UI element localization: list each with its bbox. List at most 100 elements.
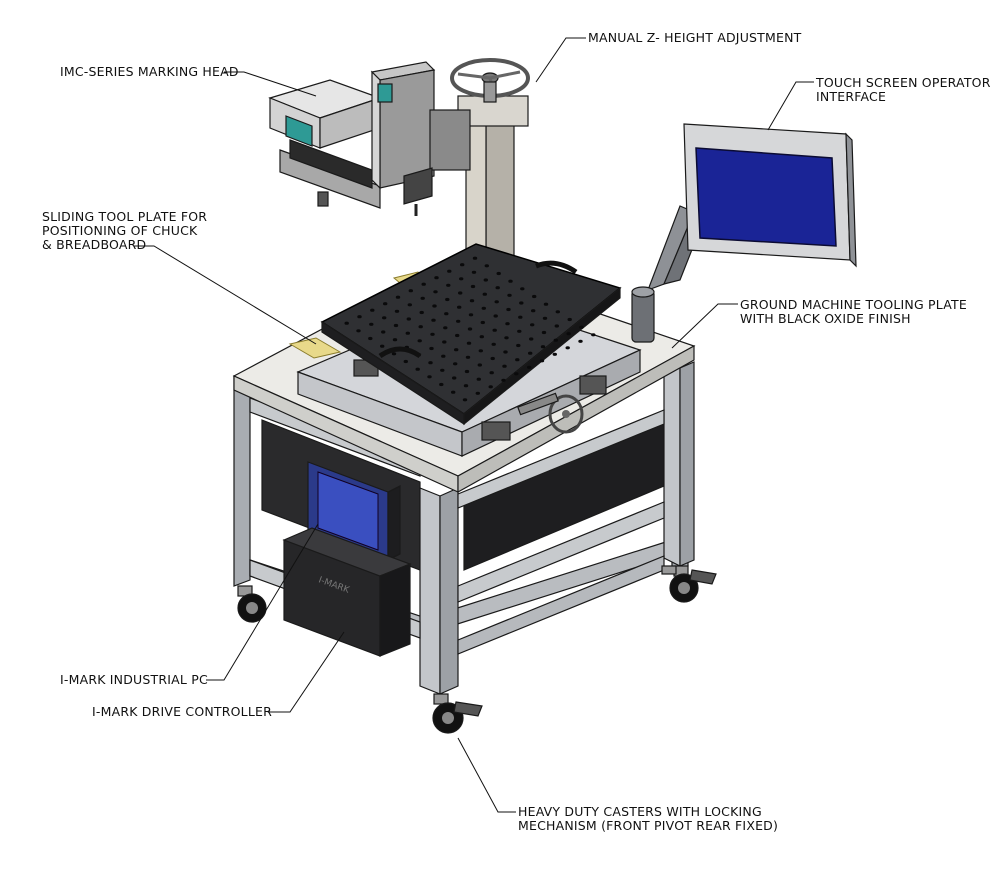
breadboard-hole [447, 269, 452, 273]
breadboard-hole [458, 291, 463, 295]
touch-screen [683, 123, 857, 268]
leader-lines [134, 37, 814, 813]
breadboard-hole [508, 279, 513, 283]
breadboard-hole [420, 296, 425, 300]
breadboard-hole [421, 282, 426, 286]
label-sliding-plate-line-2: POSITIONING OF CHUCK [42, 223, 198, 238]
breadboard-hole [466, 341, 472, 345]
breadboard-hole [419, 310, 424, 315]
breadboard-hole [484, 264, 489, 268]
breadboard-hole [369, 322, 374, 326]
breadboard-hole [482, 292, 487, 296]
breadboard-hole [579, 325, 584, 329]
breadboard-hole [504, 336, 509, 340]
breadboard-hole [427, 375, 432, 379]
z-column [457, 95, 529, 271]
breadboard-hole [541, 330, 547, 335]
breadboard-hole [454, 348, 459, 352]
breadboard-hole [591, 333, 596, 337]
label-casters-line-1: HEAVY DUTY CASTERS WITH LOCKING [518, 804, 762, 819]
breadboard-hole [393, 323, 399, 328]
breadboard-hole [527, 365, 532, 369]
breadboard-hole [453, 362, 458, 366]
breadboard-hole [429, 346, 434, 351]
handle-icon [378, 346, 422, 359]
breadboard-hole [464, 369, 470, 374]
breadboard-hole [479, 335, 484, 339]
breadboard-hole [470, 284, 476, 289]
breadboard-hole [418, 325, 423, 329]
breadboard-hole [415, 367, 420, 371]
breadboard-hole [383, 302, 388, 306]
breadboard-hole [456, 319, 461, 323]
breadboard-hole [517, 329, 522, 333]
breadboard-hole [489, 371, 494, 375]
breadboard-hole [445, 297, 450, 302]
breadboard-hole [442, 340, 447, 344]
label-manual-z-height: MANUAL Z- HEIGHT ADJUSTMENT [588, 30, 802, 45]
breadboard-hole [382, 316, 387, 320]
label-casters-line-2: MECHANISM (FRONT PIVOT REAR FIXED) [518, 818, 779, 833]
breadboard-hole [455, 333, 460, 338]
breadboard-hole [472, 256, 478, 260]
breadboard-hole [471, 270, 477, 274]
breadboard-hole [494, 300, 499, 304]
label-casters: HEAVY DUTY CASTERS WITH LOCKING MECHANIS… [518, 805, 778, 833]
handle-icon [535, 260, 578, 275]
breadboard-hole [505, 322, 510, 326]
breadboard-hole [476, 377, 481, 381]
breadboard-hole [408, 289, 413, 293]
breadboard-hole [468, 313, 474, 317]
label-touch-screen-line-2: INTERFACE [816, 89, 887, 104]
breadboard-hole [507, 293, 512, 297]
breadboard-hole [477, 363, 482, 367]
breadboard-hole [407, 303, 412, 307]
breadboard-hole [495, 286, 500, 290]
breadboard-hole [491, 342, 496, 346]
breadboard-hole [532, 294, 537, 299]
breadboard-hole [441, 354, 446, 358]
breadboard-hole [417, 339, 422, 343]
handwheel-small-icon [548, 394, 584, 434]
label-ground-plate-line-2: WITH BLACK OXIDE FINISH [740, 311, 911, 326]
breadboard-hole [540, 345, 546, 349]
handwheel-icon [450, 58, 530, 103]
label-industrial-pc: I-MARK INDUSTRIAL PC [60, 672, 208, 687]
breadboard-hole [357, 315, 362, 319]
breadboard-hole [457, 305, 462, 309]
drive-controller: I-MARK [282, 527, 412, 657]
breadboard-hole [446, 283, 451, 287]
breadboard-hole [552, 352, 557, 356]
breadboard-hole [394, 309, 400, 313]
breadboard-hole [381, 330, 386, 334]
breadboard-hole [506, 307, 511, 312]
breadboard-hole [443, 326, 448, 330]
breadboard-hole [465, 355, 471, 359]
caster-front-left [432, 693, 483, 734]
breadboard-hole [451, 390, 456, 394]
breadboard-hole [452, 376, 457, 380]
breadboard-hole [492, 328, 497, 332]
breadboard-hole [518, 315, 523, 319]
breadboard-hole [460, 263, 465, 267]
breadboard-hole [502, 364, 507, 368]
breadboard-hole [475, 391, 480, 395]
label-touch-screen: TOUCH SCREEN OPERATOR INTERFACE [816, 76, 991, 104]
breadboard-hole [555, 310, 560, 314]
breadboard-hole [431, 318, 436, 322]
breadboard-hole [481, 306, 486, 310]
breadboard-hole [554, 324, 559, 328]
breadboard-hole [391, 352, 397, 356]
label-marking-head: IMC-SERIES MARKING HEAD [60, 64, 239, 79]
breadboard-hole [444, 312, 449, 316]
breadboard-hole [515, 358, 520, 362]
breadboard-hole [380, 344, 385, 348]
breadboard-hole [528, 351, 533, 355]
label-sliding-plate-line-1: SLIDING TOOL PLATE FOR [42, 209, 208, 224]
breadboard-hole [480, 320, 485, 325]
breadboard-hole [392, 338, 398, 342]
caster-front-right [661, 565, 677, 575]
breadboard-hole [440, 368, 445, 372]
breadboard-hole [501, 378, 506, 382]
breadboard-hole [467, 327, 473, 331]
